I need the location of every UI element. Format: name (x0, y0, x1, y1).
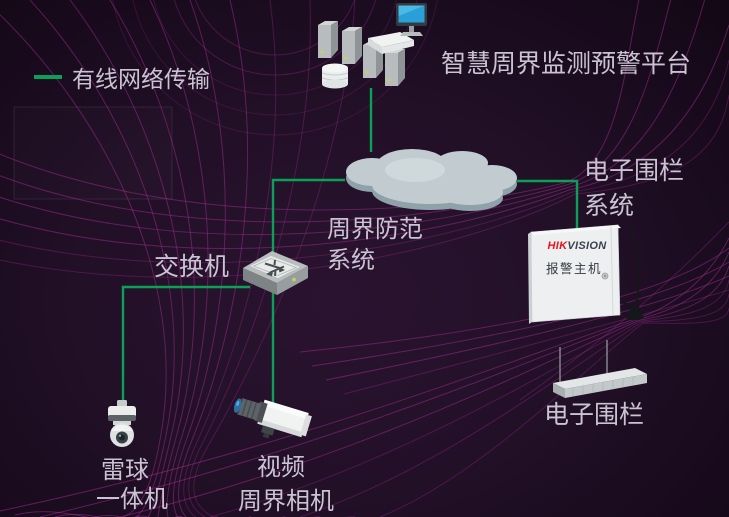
server-tower-icon (342, 27, 362, 64)
dome-camera-icon (100, 392, 145, 450)
monitor-icon (396, 3, 427, 36)
legend: 有线网络传输 (34, 60, 210, 94)
server-tower-icon (385, 49, 405, 86)
box-camera-label: 视频 周界相机 (238, 454, 334, 515)
fence-system-label: 电子围栏 系统 (584, 157, 685, 220)
antenna-icon (619, 225, 644, 321)
link-cloud-alarmhost (517, 179, 579, 230)
switch-arrows-glyph (264, 259, 285, 277)
server-tower-icon (318, 21, 338, 58)
switch-label: 交换机 (154, 253, 230, 281)
faint-rectangle (13, 106, 173, 200)
alarm-host-label: 报警主机 (545, 262, 602, 276)
wired-network-line-swatch (34, 75, 62, 79)
platform-server-cluster (300, 0, 432, 95)
electronic-fence-bar (545, 335, 655, 401)
alarm-host-cabinet: HIKVISION 报警主机 (525, 220, 655, 330)
network-switch-icon (238, 246, 318, 304)
hikvision-logo: HIKVISION (547, 240, 607, 252)
database-icon (321, 63, 349, 89)
box-camera-icon (230, 390, 315, 452)
cloud-label: 周界防范 系统 (327, 216, 423, 274)
dome-camera-label: 雷球 一体机 (96, 457, 168, 513)
platform-label: 智慧周界监测预警平台 (441, 50, 692, 78)
electronic-fence-label: 电子围栏 (544, 401, 645, 429)
link-switch-dome (121, 285, 250, 407)
legend-label: 有线网络传输 (72, 66, 210, 92)
cloud-shape (335, 140, 530, 218)
link-cloud-switch-boxcam (271, 178, 345, 403)
